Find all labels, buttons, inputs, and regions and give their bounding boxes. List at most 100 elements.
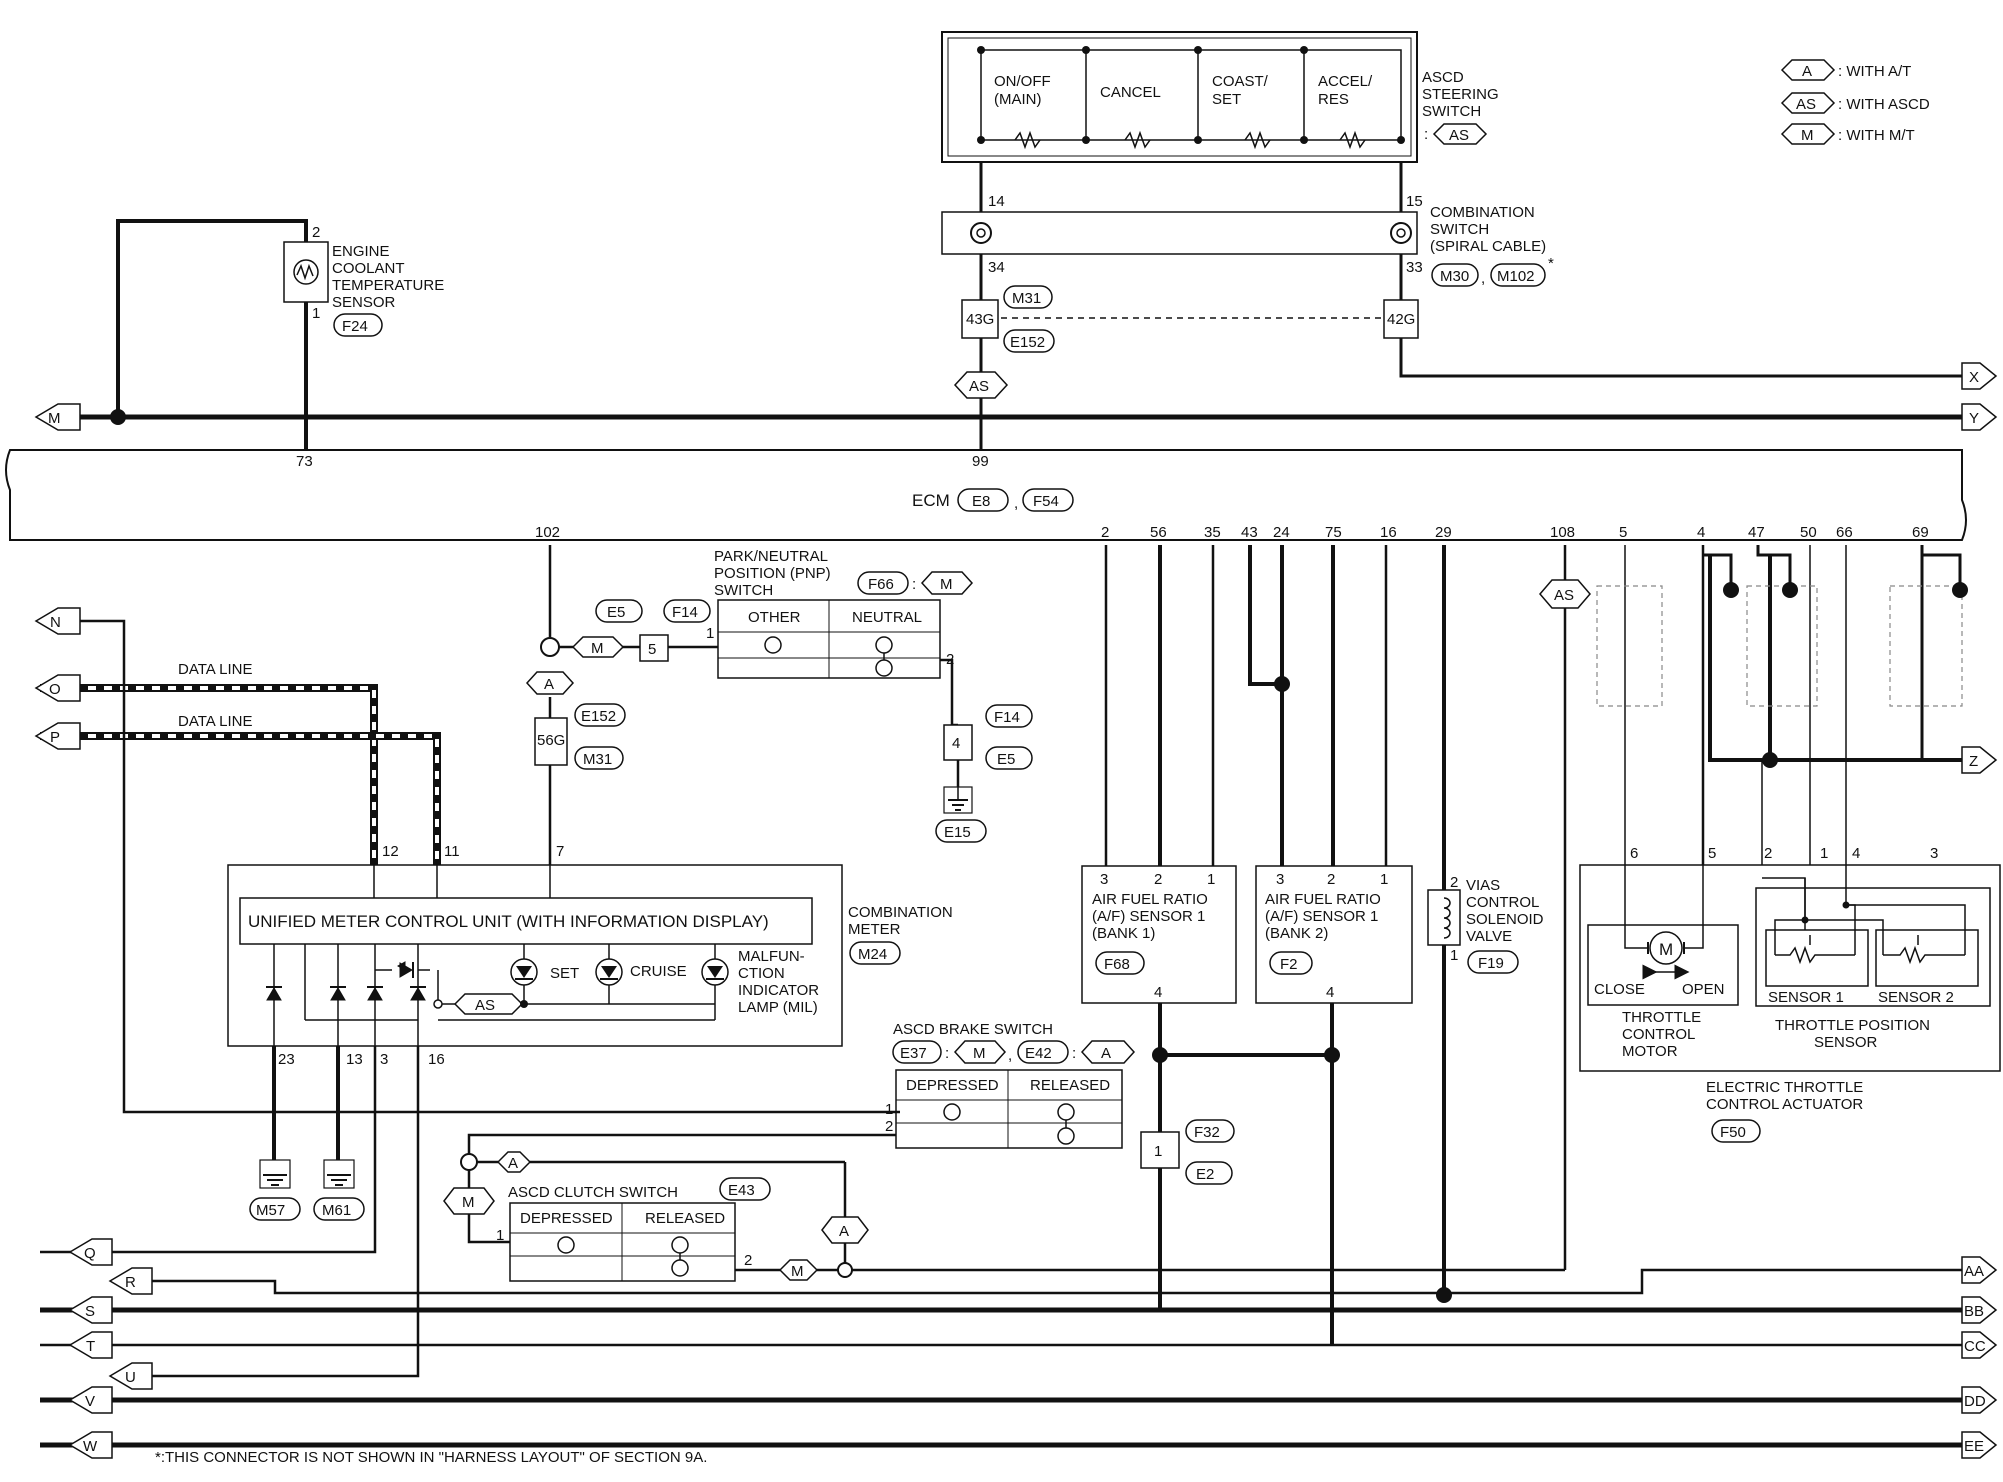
arrow-n: N <box>50 614 61 631</box>
arrow-w: W <box>83 1438 98 1455</box>
svg-text:13: 13 <box>346 1051 363 1068</box>
data-line-label-1: DATA LINE <box>178 661 252 678</box>
svg-text:AS: AS <box>969 378 989 395</box>
arrow-q: Q <box>84 1245 96 1262</box>
svg-text:M: M <box>973 1045 986 1062</box>
svg-text:: WITH M/T: : WITH M/T <box>1838 127 1915 144</box>
svg-text:E5: E5 <box>997 751 1015 768</box>
svg-text:,: , <box>1481 270 1485 287</box>
svg-text:DEPRESSED: DEPRESSED <box>520 1210 613 1227</box>
svg-text::: : <box>1072 1045 1076 1062</box>
switch-onoff-label: ON/OFF <box>994 73 1051 90</box>
svg-text:43: 43 <box>1241 524 1258 541</box>
ecm-label: ECM <box>912 491 950 510</box>
ascd-brake-switch: ASCD BRAKE SWITCH E37 : M , E42 : A DEPR… <box>885 1021 1136 1149</box>
svg-text:108: 108 <box>1550 524 1575 541</box>
svg-text:(SPIRAL CABLE): (SPIRAL CABLE) <box>1430 238 1546 255</box>
svg-text:3: 3 <box>1930 845 1938 862</box>
tag-as-108 <box>1539 579 1591 609</box>
svg-text:M: M <box>462 1194 475 1211</box>
svg-text:1: 1 <box>1154 1143 1162 1160</box>
svg-text:16: 16 <box>428 1051 445 1068</box>
svg-text:50: 50 <box>1800 524 1817 541</box>
etc-shield <box>1596 585 1963 707</box>
arrow-aa: AA <box>1964 1263 1984 1280</box>
svg-text:SWITCH: SWITCH <box>1422 103 1481 120</box>
svg-text:4: 4 <box>1852 845 1860 862</box>
svg-text:15: 15 <box>1406 193 1423 210</box>
svg-text:2: 2 <box>312 224 320 241</box>
svg-text:SENSOR 1: SENSOR 1 <box>1768 989 1844 1006</box>
arrow-r: R <box>125 1274 136 1291</box>
svg-text:E152: E152 <box>581 708 616 725</box>
svg-text:E5: E5 <box>607 604 625 621</box>
svg-text:102: 102 <box>535 524 560 541</box>
svg-text:M102: M102 <box>1497 268 1535 285</box>
svg-text:ASCD: ASCD <box>1422 69 1464 86</box>
legend-tag-as: AS <box>1796 96 1816 113</box>
svg-text:M30: M30 <box>1440 268 1469 285</box>
svg-text:LAMP (MIL): LAMP (MIL) <box>738 999 818 1016</box>
svg-text:73: 73 <box>296 453 313 470</box>
svg-text:(MAIN): (MAIN) <box>994 91 1042 108</box>
svg-text:(BANK 1): (BANK 1) <box>1092 925 1155 942</box>
svg-text:2: 2 <box>744 1252 752 1269</box>
block-42g: 42G <box>1387 311 1415 328</box>
svg-text:1: 1 <box>706 625 714 642</box>
svg-text:,: , <box>1014 495 1018 512</box>
svg-text:CTION: CTION <box>738 965 785 982</box>
arrow-s: S <box>85 1303 95 1320</box>
svg-text:STEERING: STEERING <box>1422 86 1499 103</box>
svg-text:11: 11 <box>444 843 460 860</box>
svg-text:: WITH A/T: : WITH A/T <box>1838 63 1911 80</box>
svg-text:3: 3 <box>1100 871 1108 888</box>
svg-text:F66: F66 <box>868 576 894 593</box>
engine-coolant-sensor: 2 1 ENGINE COOLANT TEMPERATURE SENSOR F2… <box>283 224 444 337</box>
svg-text:NEUTRAL: NEUTRAL <box>852 609 922 626</box>
svg-text:AIR FUEL RATIO: AIR FUEL RATIO <box>1265 891 1381 908</box>
svg-text:1: 1 <box>1207 871 1215 888</box>
svg-text:4: 4 <box>1326 984 1334 1001</box>
svg-text:,: , <box>1008 1047 1012 1064</box>
svg-text:SENSOR: SENSOR <box>332 294 396 311</box>
right-connectors <box>1961 362 1998 1459</box>
switch-coast-label: COAST/ <box>1212 73 1269 90</box>
svg-text:7: 7 <box>556 843 564 860</box>
switch-accel-label: ACCEL/ <box>1318 73 1373 90</box>
svg-text:COMBINATION: COMBINATION <box>848 904 953 921</box>
connector-f32-e2: 1 F32 E2 <box>1140 1119 1235 1185</box>
svg-text:INDICATOR: INDICATOR <box>738 982 819 999</box>
svg-text:A: A <box>544 676 554 693</box>
svg-text:4: 4 <box>1154 984 1162 1001</box>
svg-text:THROTTLE: THROTTLE <box>1622 1009 1701 1026</box>
svg-text:F14: F14 <box>672 604 698 621</box>
svg-text:CONTROL ACTUATOR: CONTROL ACTUATOR <box>1706 1096 1863 1113</box>
svg-text:E2: E2 <box>1196 1166 1214 1183</box>
svg-text:2: 2 <box>946 651 954 668</box>
left-connectors <box>34 403 153 1459</box>
etc-actuator-title: ELECTRIC THROTTLE <box>1706 1079 1863 1096</box>
svg-text:E43: E43 <box>728 1182 755 1199</box>
ecm-conn-e8: E8 <box>972 493 990 510</box>
svg-text:M: M <box>940 576 953 593</box>
af-sensor-bank2: 3 2 1 AIR FUEL RATIO (A/F) SENSOR 1 (BAN… <box>1255 865 1413 1004</box>
svg-text:1: 1 <box>1450 947 1458 964</box>
data-line-label-2: DATA LINE <box>178 713 252 730</box>
svg-text:A: A <box>508 1155 518 1172</box>
svg-text:5: 5 <box>648 641 656 658</box>
arrow-p: P <box>50 729 60 746</box>
svg-text:TEMPERATURE: TEMPERATURE <box>332 277 444 294</box>
svg-text:4: 4 <box>1697 524 1705 541</box>
svg-text:F24: F24 <box>342 318 368 335</box>
svg-text:23: 23 <box>278 1051 295 1068</box>
svg-text:A: A <box>1101 1045 1111 1062</box>
svg-text:75: 75 <box>1325 524 1342 541</box>
svg-text:5: 5 <box>1708 845 1716 862</box>
svg-text:MOTOR: MOTOR <box>1622 1043 1678 1060</box>
svg-text:OTHER: OTHER <box>748 609 801 626</box>
svg-text:F68: F68 <box>1104 956 1130 973</box>
arrow-ee: EE <box>1964 1438 1984 1455</box>
svg-text:F14: F14 <box>994 709 1020 726</box>
svg-text:SWITCH: SWITCH <box>714 582 773 599</box>
